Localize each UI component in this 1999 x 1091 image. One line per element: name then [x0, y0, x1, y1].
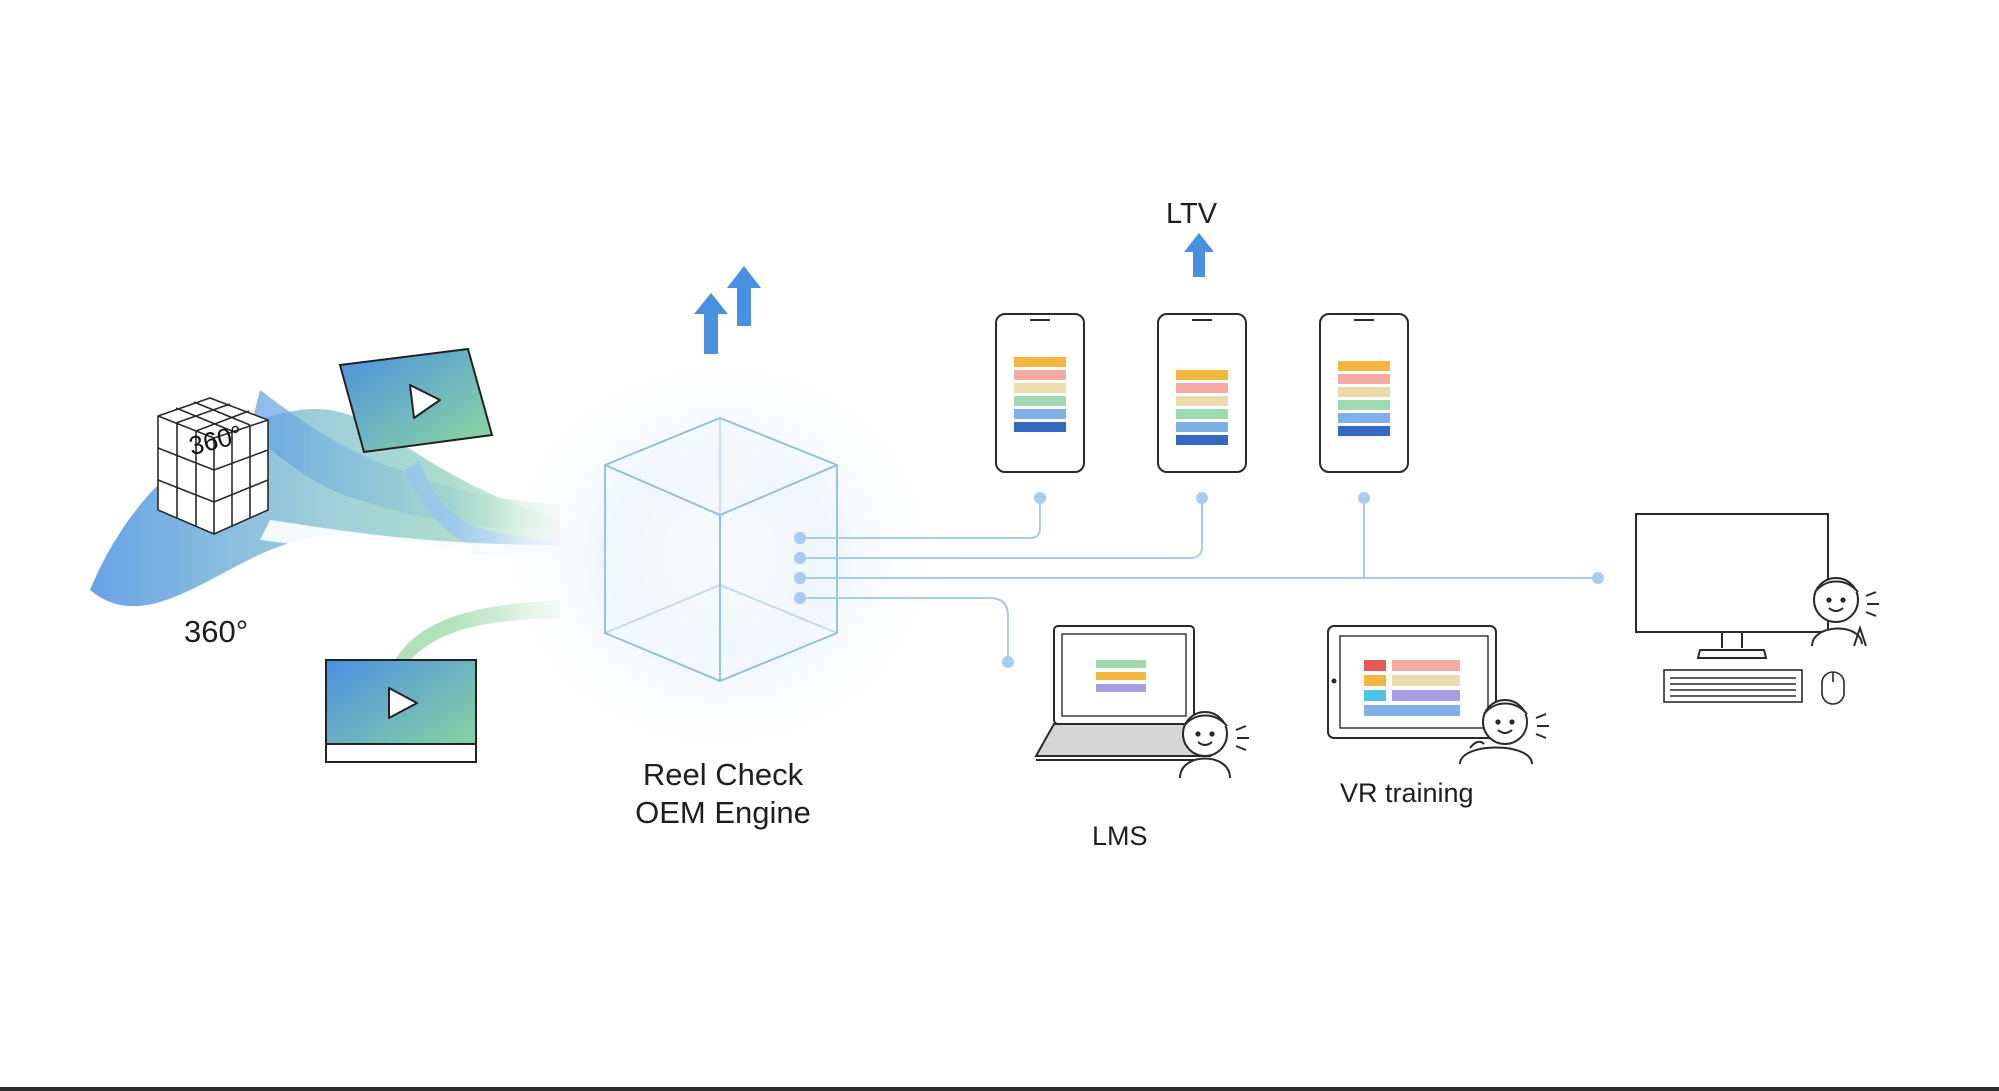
- lms-label: LMS: [1092, 821, 1148, 851]
- phone-icon: [1157, 313, 1247, 473]
- vr-training-label: VR training: [1340, 778, 1474, 808]
- keyboard-icon: [1663, 669, 1803, 703]
- play-video-icon: [325, 659, 477, 763]
- mouse-icon: [1821, 671, 1845, 705]
- laptop-icon: [1034, 625, 1212, 761]
- upward-arrow-icon: [1184, 233, 1214, 277]
- tablet-icon: [1327, 625, 1497, 739]
- engine-label: Reel Check OEM Engine: [600, 756, 846, 832]
- person-icon: [1179, 711, 1249, 779]
- play-video-icon: [338, 347, 494, 454]
- engine-label-line1: Reel Check: [642, 757, 804, 792]
- video-360-label: 360°: [184, 614, 249, 649]
- phone-icon: [1319, 313, 1409, 473]
- phone-icon: [995, 313, 1085, 473]
- upward-arrow-icon: [694, 266, 761, 354]
- person-icon: [1811, 577, 1879, 647]
- person-icon: [1459, 699, 1549, 765]
- connector-lines: [800, 498, 1598, 662]
- engine-cube: [604, 417, 838, 682]
- engine-label-line2: OEM Engine: [635, 795, 811, 830]
- connector-nodes: [794, 492, 1604, 668]
- desktop-computer-icon: [1635, 513, 1829, 659]
- ltv-label: LTV: [1166, 198, 1218, 230]
- bottom-border: [0, 1087, 1999, 1091]
- cube-360-icon: [157, 397, 269, 535]
